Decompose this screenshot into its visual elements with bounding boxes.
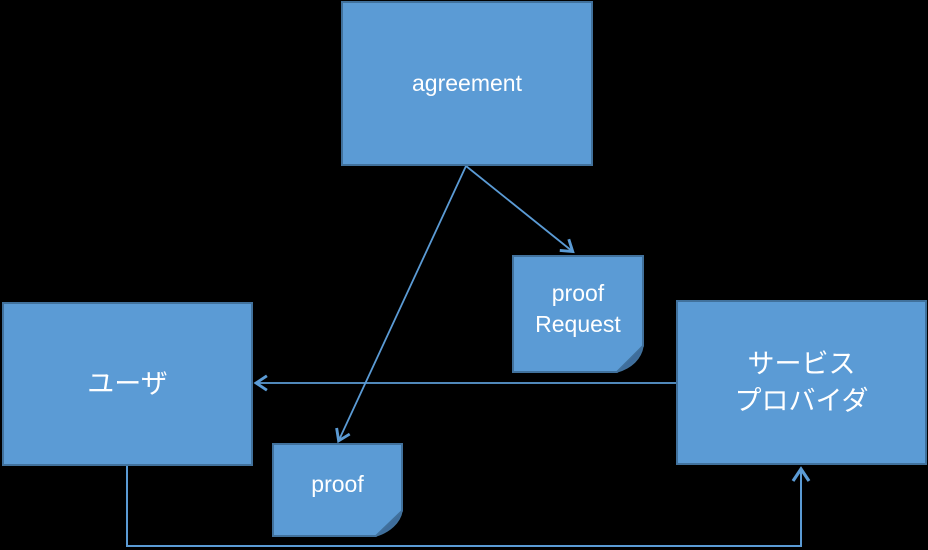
node-user: ユーザ <box>2 302 253 466</box>
node-user-label: ユーザ <box>87 368 168 399</box>
edge-user-to-service-provider <box>126 466 811 547</box>
note-fold-corner <box>375 509 403 537</box>
node-service-provider: サービス プロバイダ <box>676 300 927 465</box>
edge-agreement-to-proof-request <box>465 165 575 254</box>
edge-agreement-to-proof <box>335 165 467 444</box>
folded-note-shape <box>512 255 644 373</box>
node-service-provider-label: サービス プロバイダ <box>734 349 869 416</box>
note-proof: proof <box>272 443 403 537</box>
note-proof-label: proof <box>311 471 364 498</box>
note-fold-corner <box>615 344 644 373</box>
node-agreement: agreement <box>341 1 593 166</box>
note-proof-request-label: proof Request <box>535 279 621 337</box>
node-agreement-label: agreement <box>412 69 522 96</box>
note-proof-request: proof Request <box>512 255 644 373</box>
folded-note-shape <box>272 443 403 537</box>
